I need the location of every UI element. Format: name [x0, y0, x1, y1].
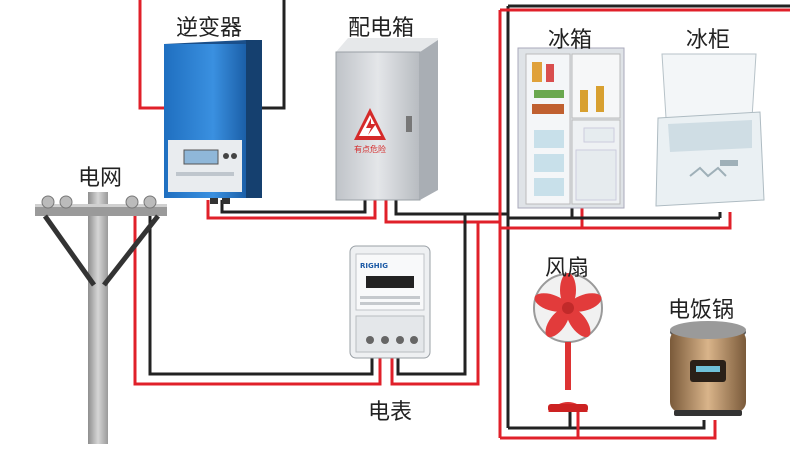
wire-inverter-top-red — [138, 0, 166, 110]
distribution-box-label: 配电箱 — [348, 16, 415, 41]
rice-cooker-icon — [670, 321, 746, 416]
inverter-icon — [164, 40, 262, 204]
wire-inverter-top-black — [258, 0, 286, 110]
wire-inverter-box-black — [220, 200, 367, 214]
inverter-label: 逆变器 — [176, 16, 243, 41]
meter-brand: RIGHIG — [360, 262, 388, 270]
wire-grid-meter-red — [133, 212, 382, 386]
wire-box-meter-black — [396, 214, 467, 376]
wire-fridge-black — [508, 208, 574, 220]
wire-appliance-black — [508, 420, 706, 430]
warning-sign-text: 有点危险 — [354, 144, 386, 154]
wire-appliance-red — [500, 420, 717, 440]
freezer-label: 冰柜 — [686, 28, 731, 53]
wire-box-bus-black — [394, 200, 508, 216]
refrigerator-icon — [517, 47, 625, 209]
grid-label: 电网 — [78, 166, 123, 191]
wire-box-meter-red — [390, 222, 480, 386]
distribution-box-icon: 有点危险 — [335, 38, 438, 201]
freezer-icon — [655, 53, 765, 207]
wires — [133, 0, 790, 440]
wire-grid-meter-black — [148, 212, 374, 376]
electric-meter-icon: RIGHIG — [349, 245, 431, 359]
meter-label: 电表 — [368, 400, 413, 425]
wire-inverter-box-red — [206, 200, 377, 220]
rice-cooker-label: 电饭锅 — [668, 298, 735, 323]
fan-label: 风扇 — [545, 256, 590, 281]
utility-pole-icon — [35, 192, 167, 444]
wire-fridge-red — [500, 212, 732, 230]
refrigerator-label: 冰箱 — [548, 28, 593, 53]
wire-box-bus-red — [384, 200, 500, 224]
fan-icon — [533, 273, 603, 412]
